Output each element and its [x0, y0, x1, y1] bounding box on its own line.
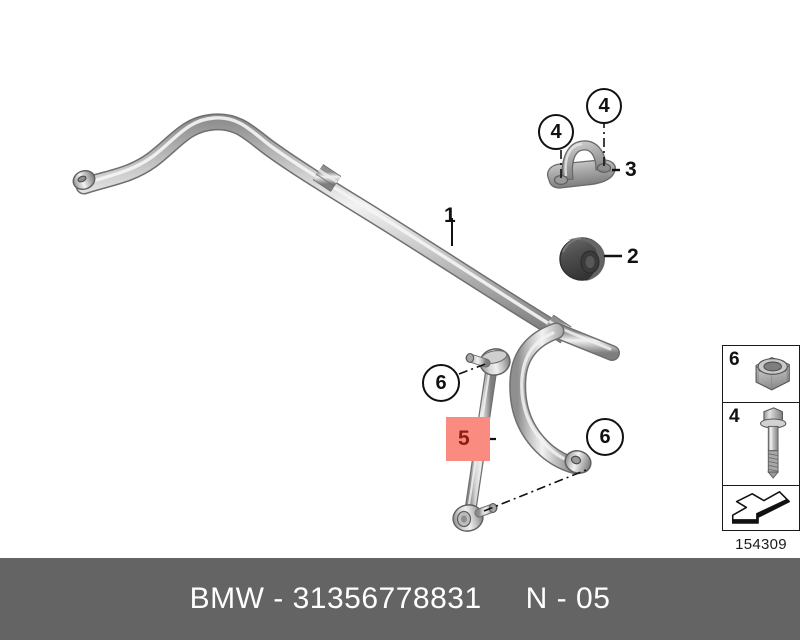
callout-5: 5: [458, 427, 470, 450]
callout-6-upper: 6: [422, 364, 460, 402]
link-upper-joint: [465, 348, 511, 376]
diagram-number: 154309: [735, 536, 787, 553]
fastener-legend-panel: 6 4: [722, 345, 800, 531]
legend-index-bolt: 4: [729, 406, 740, 427]
footer-dash: -: [273, 582, 284, 615]
link-lower-joint: [452, 503, 498, 532]
rubber-bushing-graphic: [559, 237, 606, 281]
callout-2: 2: [627, 245, 639, 268]
callout-4-right: 4: [586, 88, 622, 124]
footer-part-number: 31356778831: [292, 582, 482, 615]
legend-cell-direction[interactable]: [723, 486, 799, 530]
footer-bar: BMW - 31356778831 N - 05: [0, 558, 800, 640]
legend-cell-nut[interactable]: 6: [723, 346, 799, 403]
callout-3: 3: [625, 158, 637, 181]
flange-bolt-icon: [759, 407, 787, 479]
leader-line-6-upper: [458, 362, 489, 375]
hex-nut-icon: [755, 357, 790, 391]
bar-collar-mid: [312, 164, 342, 192]
footer-section-number: 05: [576, 582, 611, 615]
footer-text-group: BMW - 31356778831 N - 05: [190, 582, 611, 616]
callout-1: 1: [444, 204, 456, 227]
stabilizer-bar-graphic: [72, 113, 620, 475]
selected-part-highlight[interactable]: [446, 417, 490, 461]
leader-line-6-lower: [483, 469, 587, 512]
callout-4-left: 4: [538, 114, 574, 150]
legend-cell-bolt[interactable]: 4: [723, 403, 799, 486]
direction-arrow-icon: [731, 491, 791, 524]
footer-section-dash: -: [556, 582, 568, 615]
legend-index-nut: 6: [729, 349, 740, 370]
footer-section-letter: N: [525, 582, 548, 615]
stabilizer-bracket-graphic: [546, 140, 616, 189]
callout-6-lower: 6: [586, 418, 624, 456]
footer-brand: BMW: [189, 582, 265, 615]
